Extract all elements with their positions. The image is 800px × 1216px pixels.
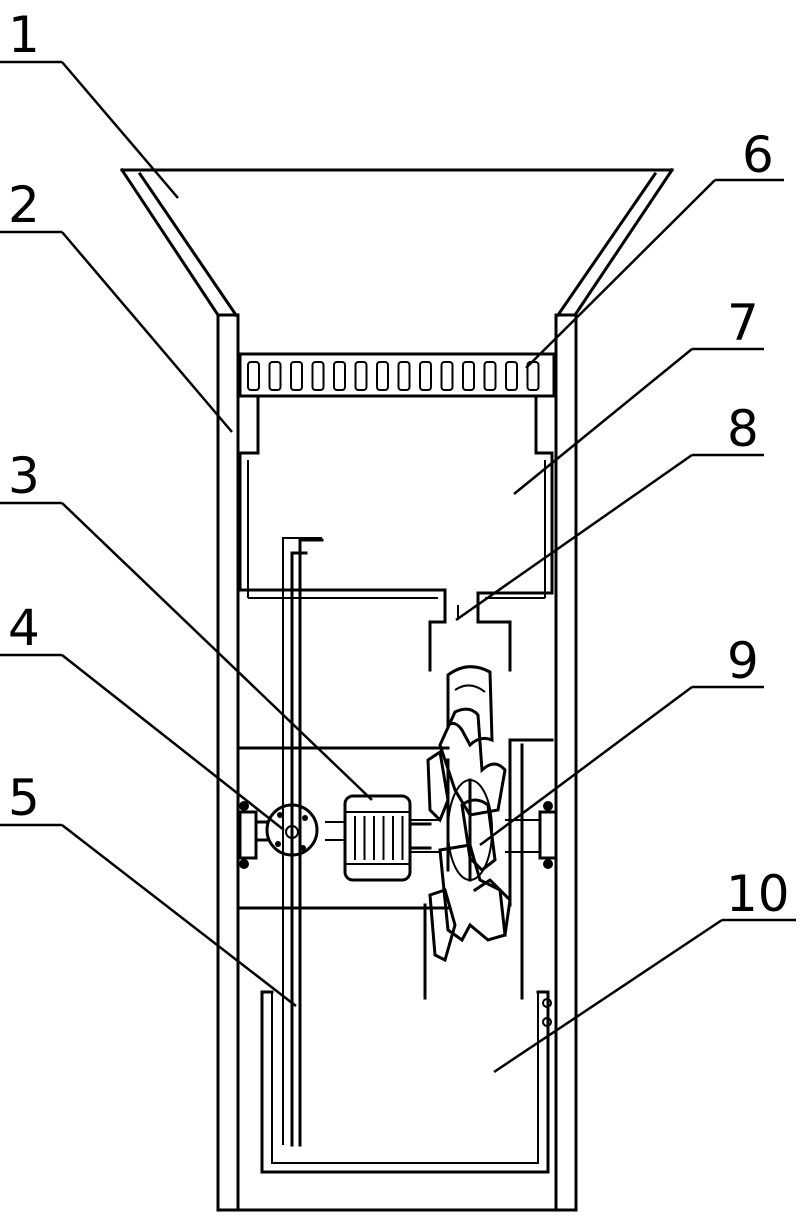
label-7: 7 (727, 294, 759, 352)
lower-tray (260, 990, 550, 1174)
screen-bar (354, 361, 368, 391)
right-bearing (538, 801, 558, 869)
screen-bar (268, 361, 282, 391)
shaft-frame (236, 738, 554, 1000)
label-9: 9 (727, 632, 759, 690)
hopper (119, 167, 675, 318)
screen-bar (419, 361, 432, 391)
screen-bar (505, 361, 518, 391)
screen-bar (333, 361, 346, 391)
screen-bar (247, 361, 260, 391)
motor (343, 794, 412, 882)
screen-bar (397, 361, 411, 391)
screen-bar (290, 361, 303, 391)
label-6: 6 (742, 126, 774, 184)
shaft (254, 820, 432, 850)
label-8: 8 (727, 400, 759, 458)
screen-bar (311, 361, 325, 391)
pipe (282, 537, 324, 1147)
tray-bearing (542, 998, 552, 1027)
housing (216, 313, 578, 1212)
label-4: 4 (8, 599, 40, 657)
screen-bar (462, 361, 475, 391)
label-2: 2 (8, 176, 40, 234)
label-1: 1 (8, 6, 40, 64)
label-5: 5 (8, 769, 40, 827)
screen-bar (483, 361, 497, 391)
screen-bar (376, 361, 389, 391)
leader-lines (0, 60, 796, 1074)
gear-pulley (265, 803, 319, 857)
label-3: 3 (8, 447, 40, 505)
left-bearing (238, 801, 258, 869)
filter-screen (238, 352, 556, 398)
label-10: 10 (726, 865, 790, 923)
upper-chamber (238, 394, 554, 672)
rotor-blades (426, 665, 512, 963)
screen-bar (440, 361, 454, 391)
